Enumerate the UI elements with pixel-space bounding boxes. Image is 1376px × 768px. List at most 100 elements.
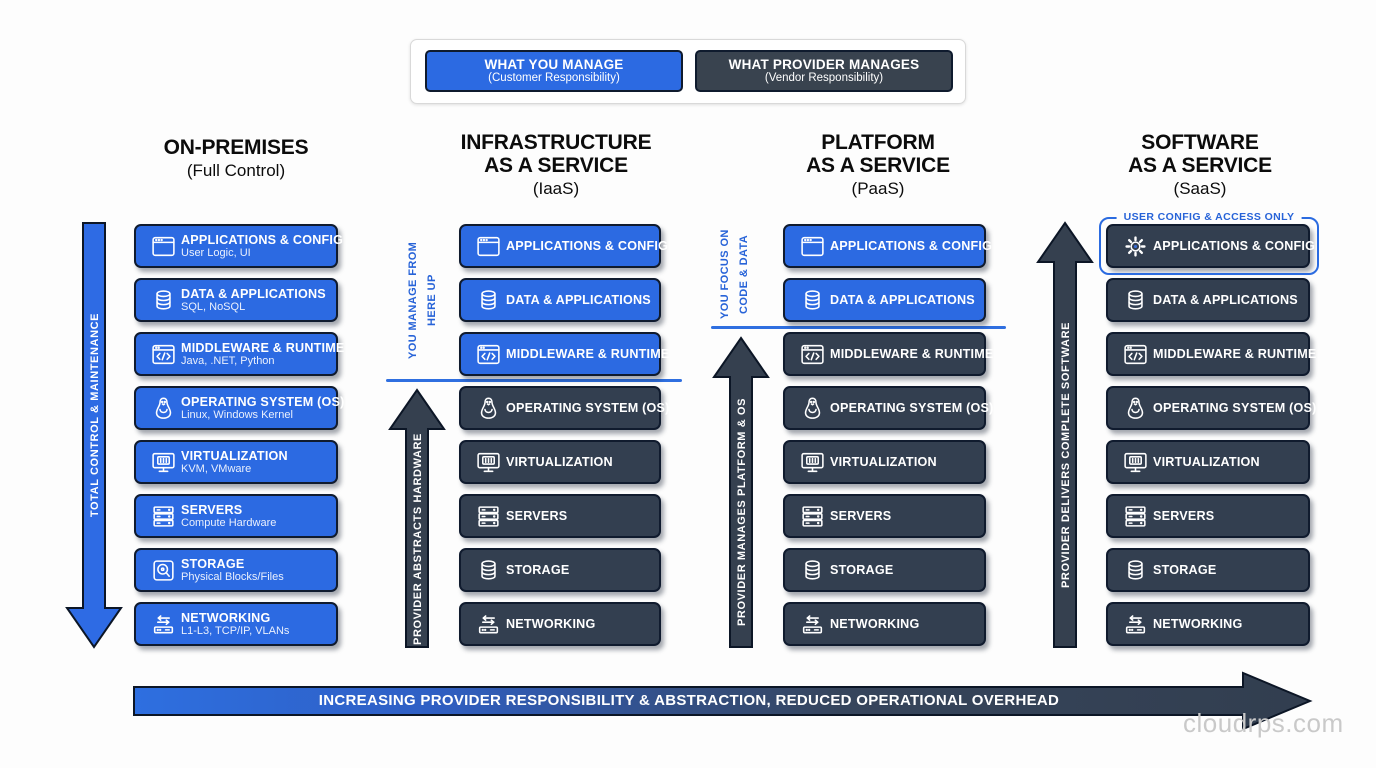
column-header-paas: PLATFORM AS A SERVICE (PaaS) — [748, 131, 1008, 199]
layer-title: OPERATING SYSTEM (OS) — [181, 394, 345, 409]
layer-box-data-applications: DATA & APPLICATIONS — [1106, 278, 1310, 322]
layer-text: VIRTUALIZATION — [506, 455, 613, 469]
linux-penguin-icon — [794, 395, 830, 422]
iaas-provider-arrow-label: PROVIDER ABSTRACTS HARDWARE — [412, 433, 424, 645]
layer-title: VIRTUALIZATION — [506, 454, 613, 469]
code-window-icon — [470, 341, 506, 368]
layer-box-virtualization: VIRTUALIZATION — [1106, 440, 1310, 484]
saas-user-config-callout-label: USER CONFIG & ACCESS ONLY — [1116, 211, 1302, 223]
layer-title: NETWORKING — [830, 616, 920, 631]
network-arrows-icon — [470, 611, 506, 638]
paas-manage-divider-line — [711, 326, 1006, 329]
layer-text: APPLICATIONS & CONFIG — [830, 239, 992, 253]
column-subtitle: (SaaS) — [1173, 179, 1227, 199]
layer-text: STORAGE — [830, 563, 893, 577]
column-subtitle: (Full Control) — [186, 161, 286, 181]
layer-text: STORAGE — [506, 563, 569, 577]
layer-title: APPLICATIONS & CONFIG — [506, 238, 669, 253]
linux-penguin-icon — [470, 395, 506, 422]
layer-title: APPLICATIONS & CONFIG — [181, 232, 344, 247]
saas-provider-arrow: PROVIDER DELIVERS COMPLETE SOFTWARE — [1036, 221, 1094, 648]
server-rack-icon — [1117, 503, 1153, 530]
column-header-on-premises: ON-PREMISES (Full Control) — [106, 136, 366, 181]
layer-box-servers: SERVERS — [459, 494, 661, 538]
layer-text: NETWORKING — [1153, 617, 1242, 631]
legend-customer-title: WHAT YOU MANAGE — [484, 56, 624, 72]
layer-title: SERVERS — [1153, 508, 1215, 523]
layer-title: DATA & APPLICATIONS — [506, 292, 651, 307]
column-title: INFRASTRUCTURE AS A SERVICE — [460, 131, 652, 178]
layer-box-applications-config: APPLICATIONS & CONFIG — [1106, 224, 1316, 268]
database-icon — [470, 287, 506, 314]
server-rack-icon — [794, 503, 830, 530]
layer-subtitle: KVM, VMware — [181, 462, 252, 475]
layer-text: OPERATING SYSTEM (OS) — [830, 400, 994, 415]
layer-text: DATA & APPLICATIONS — [506, 293, 651, 307]
layer-text: SERVERS — [506, 509, 567, 523]
storage-cylinder-icon — [470, 557, 506, 584]
bottom-arrow-label: INCREASING PROVIDER RESPONSIBILITY & ABS… — [318, 692, 1060, 709]
layer-text: SERVERS — [1153, 509, 1214, 523]
layer-box-storage: STORAGE — [783, 548, 986, 592]
layer-title: STORAGE — [181, 556, 245, 571]
virtual-machine-icon — [470, 449, 506, 476]
layer-box-storage: STORAGE — [1106, 548, 1310, 592]
layer-title: OPERATING SYSTEM (OS) — [830, 400, 994, 415]
layer-title: OPERATING SYSTEM (OS) — [506, 400, 670, 415]
layer-text: VIRTUALIZATION — [830, 455, 937, 469]
layer-title: DATA & APPLICATIONS — [1153, 292, 1298, 307]
network-arrows-icon — [145, 611, 181, 638]
column-title: PLATFORM AS A SERVICE — [806, 131, 950, 178]
code-window-icon — [145, 341, 181, 368]
saas-provider-arrow-label: PROVIDER DELIVERS COMPLETE SOFTWARE — [1060, 322, 1072, 588]
layer-box-middleware-runtime: MIDDLEWARE & RUNTIME — [459, 332, 669, 376]
storage-cylinder-icon — [1117, 557, 1153, 584]
layer-box-networking: NETWORKING — [459, 602, 661, 646]
layer-title: SERVERS — [181, 502, 243, 517]
layer-box-middleware-runtime: MIDDLEWARE & RUNTIME — [783, 332, 993, 376]
layer-subtitle: Physical Blocks/Files — [181, 570, 284, 583]
layer-title: OPERATING SYSTEM (OS) — [1153, 400, 1317, 415]
code-window-icon — [1117, 341, 1153, 368]
database-icon — [1117, 287, 1153, 314]
column-header-iaas: INFRASTRUCTURE AS A SERVICE (IaaS) — [426, 131, 686, 199]
layer-box-operating-system-os: OPERATING SYSTEM (OS)Linux, Windows Kern… — [134, 386, 345, 430]
layer-box-operating-system-os: OPERATING SYSTEM (OS) — [1106, 386, 1317, 430]
layer-subtitle: User Logic, UI — [181, 246, 251, 259]
layer-text: STORAGE — [1153, 563, 1216, 577]
layer-box-applications-config: APPLICATIONS & CONFIG — [459, 224, 669, 268]
virtual-machine-icon — [1117, 449, 1153, 476]
layer-subtitle: Linux, Windows Kernel — [181, 408, 293, 421]
linux-penguin-icon — [145, 395, 181, 422]
gear-icon — [1117, 233, 1153, 260]
code-window-icon — [794, 341, 830, 368]
layer-box-servers: SERVERS — [783, 494, 986, 538]
layer-text: APPLICATIONS & CONFIG — [506, 238, 669, 253]
layer-box-data-applications: DATA & APPLICATIONS — [459, 278, 661, 322]
server-rack-icon — [145, 503, 181, 530]
layer-text: NETWORKING — [830, 617, 919, 631]
virtual-machine-icon — [145, 449, 181, 476]
layer-text: OPERATING SYSTEM (OS) — [506, 400, 670, 415]
paas-annotation: YOU FOCUS ON CODE & DATA — [719, 229, 750, 319]
layer-title: APPLICATIONS & CONFIG — [1153, 238, 1316, 253]
legend: WHAT YOU MANAGE (Customer Responsibility… — [410, 39, 966, 104]
legend-provider: WHAT PROVIDER MANAGES (Vendor Responsibi… — [695, 50, 953, 92]
layer-subtitle: Java, .NET, Python — [181, 354, 275, 367]
layer-title: DATA & APPLICATIONS — [181, 286, 326, 301]
stack-iaas: APPLICATIONS & CONFIG DATA & APPLICATIONS… — [459, 224, 670, 656]
layer-title: STORAGE — [506, 562, 570, 577]
layer-box-operating-system-os: OPERATING SYSTEM (OS) — [459, 386, 670, 430]
iaas-annotation: YOU MANAGE FROM HERE UP — [407, 241, 438, 359]
layer-text: OPERATING SYSTEM (OS)Linux, Windows Kern… — [181, 394, 345, 421]
database-icon — [794, 287, 830, 314]
